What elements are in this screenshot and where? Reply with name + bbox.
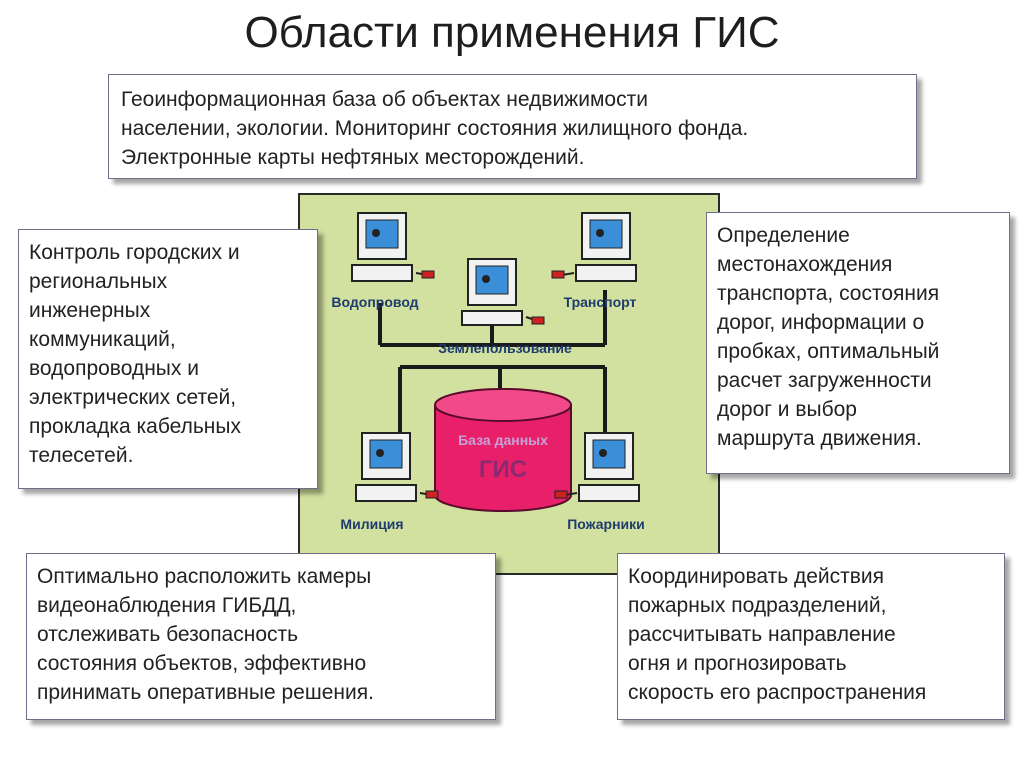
right-line-7: дорог и выбор xyxy=(717,398,857,421)
bottom-right-info-box: Координировать действия пожарных подразд… xyxy=(617,553,1005,720)
node-label-transport: Транспорт xyxy=(564,294,637,310)
db-label-1: База данных xyxy=(458,432,548,448)
bottom-left-line-4: состояния объектов, эффективно xyxy=(37,652,367,675)
bottom-left-line-2: видеонаблюдения ГИБДД, xyxy=(37,594,297,617)
left-line-2: региональных xyxy=(29,270,168,293)
top-info-box: Геоинформационная база об объектах недви… xyxy=(108,74,917,179)
left-line-4: коммуникаций, xyxy=(29,328,176,351)
page-title: Области применения ГИС xyxy=(244,8,780,57)
bottom-right-line-1: Координировать действия xyxy=(628,565,885,588)
node-label-land: Землепользование xyxy=(438,340,572,356)
computer-icon xyxy=(461,258,545,326)
bottom-left-line-3: отслеживать безопасность xyxy=(37,623,299,646)
left-line-7: прокладка кабельных xyxy=(29,415,241,438)
bottom-right-line-5: скорость его распространения xyxy=(628,681,927,704)
left-line-3: инженерных xyxy=(29,299,151,322)
gis-database-icon: База данных ГИС xyxy=(434,388,572,512)
computer-icon xyxy=(551,212,637,282)
computer-icon xyxy=(351,212,435,282)
left-info-box: Контроль городских и региональных инжене… xyxy=(18,229,318,489)
right-line-6: расчет загруженности xyxy=(717,369,932,392)
bottom-right-line-4: огня и прогнозировать xyxy=(628,652,847,675)
gis-diagram-panel: База данных ГИС Водопровод Землепользова… xyxy=(298,193,720,575)
bottom-left-line-1: Оптимально расположить камеры xyxy=(37,565,372,588)
right-line-2: местонахождения xyxy=(717,253,893,276)
bottom-left-line-5: принимать оперативные решения. xyxy=(37,681,374,704)
node-label-fire: Пожарники xyxy=(567,516,645,532)
top-line-1: Геоинформационная база об объектах недви… xyxy=(121,88,648,111)
right-line-1: Определение xyxy=(717,224,850,247)
node-label-water: Водопровод xyxy=(331,294,418,310)
top-line-3: Электронные карты нефтяных месторождений… xyxy=(121,146,585,169)
left-line-1: Контроль городских и xyxy=(29,241,240,264)
right-info-box: Определение местонахождения транспорта, … xyxy=(706,212,1010,474)
gis-network-diagram: База данных ГИС Водопровод Землепользова… xyxy=(331,212,645,532)
bottom-right-line-2: пожарных подразделений, xyxy=(628,594,887,617)
left-line-8: телесетей. xyxy=(29,444,134,467)
bottom-right-line-3: рассчитывать направление xyxy=(628,623,896,646)
node-label-police: Милиция xyxy=(340,516,403,532)
left-line-6: электрических сетей, xyxy=(29,386,237,409)
right-line-3: транспорта, состояния xyxy=(717,282,940,305)
network-lines xyxy=(378,290,607,440)
right-line-5: пробках, оптимальный xyxy=(717,340,940,363)
computer-icon xyxy=(554,432,640,502)
right-line-4: дорог, информации о xyxy=(717,311,925,334)
bottom-left-info-box: Оптимально расположить камеры видеонаблю… xyxy=(26,553,496,720)
computer-icon xyxy=(355,432,439,502)
left-line-5: водопроводных и xyxy=(29,357,199,380)
db-label-2: ГИС xyxy=(479,456,527,483)
right-line-8: маршрута движения. xyxy=(717,427,922,450)
top-line-2: населении, экологии. Мониторинг состояни… xyxy=(121,117,749,140)
